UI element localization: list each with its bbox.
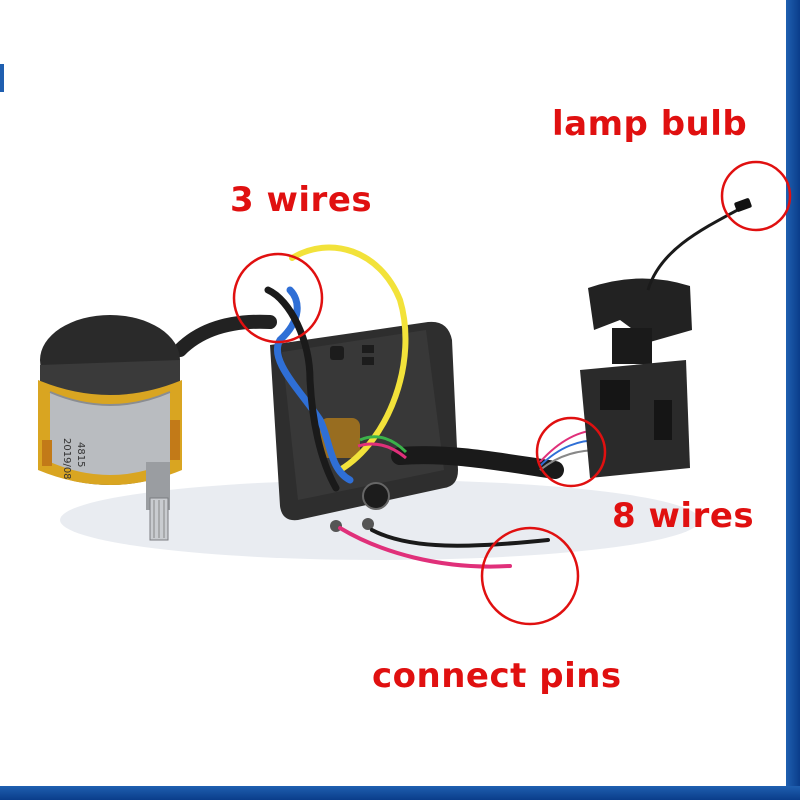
controller-capacitor xyxy=(362,482,390,510)
blue-frame-bottom xyxy=(0,786,800,800)
motor-marking-serial: 4815 xyxy=(75,442,86,467)
label-3-wires: 3 wires xyxy=(230,180,373,220)
controller-button xyxy=(330,346,344,360)
trigger-button xyxy=(588,278,692,342)
label-lamp-bulb: lamp bulb xyxy=(552,104,748,144)
annotation-circles xyxy=(232,160,792,626)
trigger-switch xyxy=(580,198,752,478)
motor-cable xyxy=(173,314,277,357)
label-connect-pins: connect pins xyxy=(372,656,622,696)
brushless-motor: 4815 2019/08 xyxy=(38,314,277,541)
circle-3-wires xyxy=(232,252,324,344)
motor-stator xyxy=(50,392,170,475)
blue-frame-left-mark xyxy=(0,64,4,92)
circle-connect-pins xyxy=(480,526,580,626)
circle-lamp-bulb xyxy=(720,160,792,232)
wire-black xyxy=(264,286,340,492)
lamp-bulb-connector xyxy=(734,198,752,212)
switch-body xyxy=(580,360,690,478)
label-8-wires: 8 wires xyxy=(612,496,755,536)
wire-pink-lead xyxy=(338,526,512,569)
motor-marking-date: 2019/08 xyxy=(61,438,72,480)
circle-8-wires xyxy=(535,416,607,488)
lamp-wire xyxy=(646,204,746,291)
wire-black-lead xyxy=(370,528,550,548)
switch-cable xyxy=(391,446,564,479)
wire-yellow xyxy=(289,244,409,473)
